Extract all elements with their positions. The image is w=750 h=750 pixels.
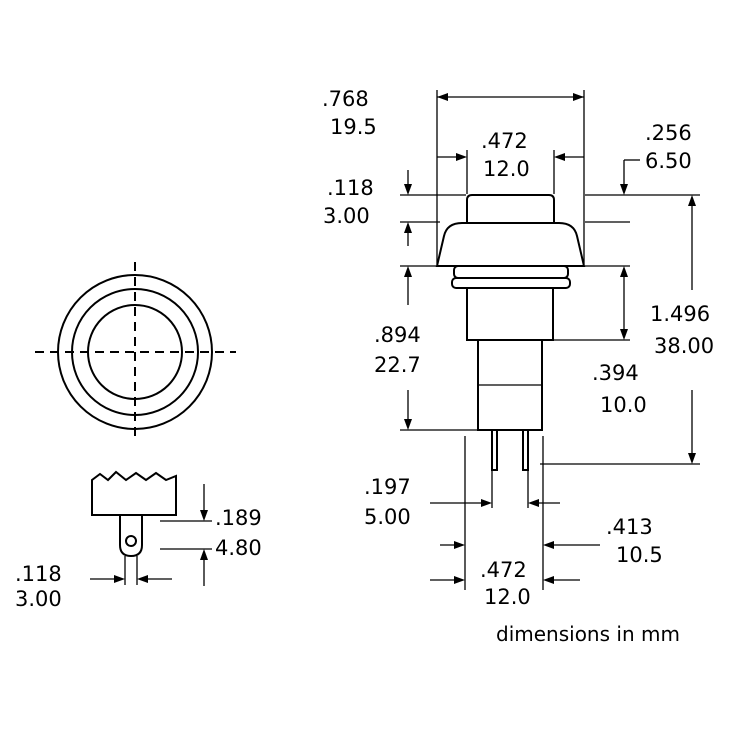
threaded-bushing	[466, 287, 554, 341]
body-height-mm: 22.7	[374, 353, 421, 377]
bezel	[435, 222, 586, 267]
terminal-width-inch: .118	[15, 562, 62, 586]
overall-height-mm: 38.00	[654, 334, 714, 358]
pin-offset-inch: .413	[606, 515, 653, 539]
button-cap	[466, 194, 555, 223]
cap-width-inch: .472	[481, 129, 528, 153]
cap-height-inch: .118	[327, 176, 374, 200]
terminal-body-section	[91, 470, 177, 516]
cap-width-mm: 12.0	[483, 157, 530, 181]
pin-spacing-mm: 5.00	[364, 505, 411, 529]
hex-nut-top	[453, 265, 569, 279]
side-view	[400, 90, 700, 590]
front-view	[35, 262, 236, 442]
terminal-detail	[90, 470, 212, 586]
cap-offset-mm: 6.50	[645, 149, 692, 173]
pin-spacing-inch: .197	[364, 475, 411, 499]
overall-height-inch: 1.496	[650, 302, 710, 326]
terminal-length-inch: .189	[215, 506, 262, 530]
body-height-inch: .894	[374, 323, 421, 347]
base-width-mm: 12.0	[484, 585, 531, 609]
overall-width-mm: 19.5	[330, 115, 377, 139]
overall-width-inch: .768	[322, 87, 369, 111]
base-width-inch: .472	[480, 558, 527, 582]
thread-length-mm: 10.0	[600, 393, 647, 417]
units-caption: dimensions in mm	[496, 622, 680, 646]
terminal-lug	[119, 515, 143, 558]
cap-height-mm: 3.00	[323, 204, 370, 228]
terminal-length-mm: 4.80	[215, 536, 262, 560]
hex-nut-bottom	[451, 277, 571, 289]
cap-offset-inch: .256	[645, 121, 692, 145]
thread-length-inch: .394	[592, 361, 639, 385]
pin-right	[522, 429, 529, 471]
terminal-width-mm: 3.00	[15, 587, 62, 611]
pin-left	[491, 429, 498, 471]
pin-offset-mm: 10.5	[616, 543, 663, 567]
terminal-hole	[125, 535, 137, 547]
